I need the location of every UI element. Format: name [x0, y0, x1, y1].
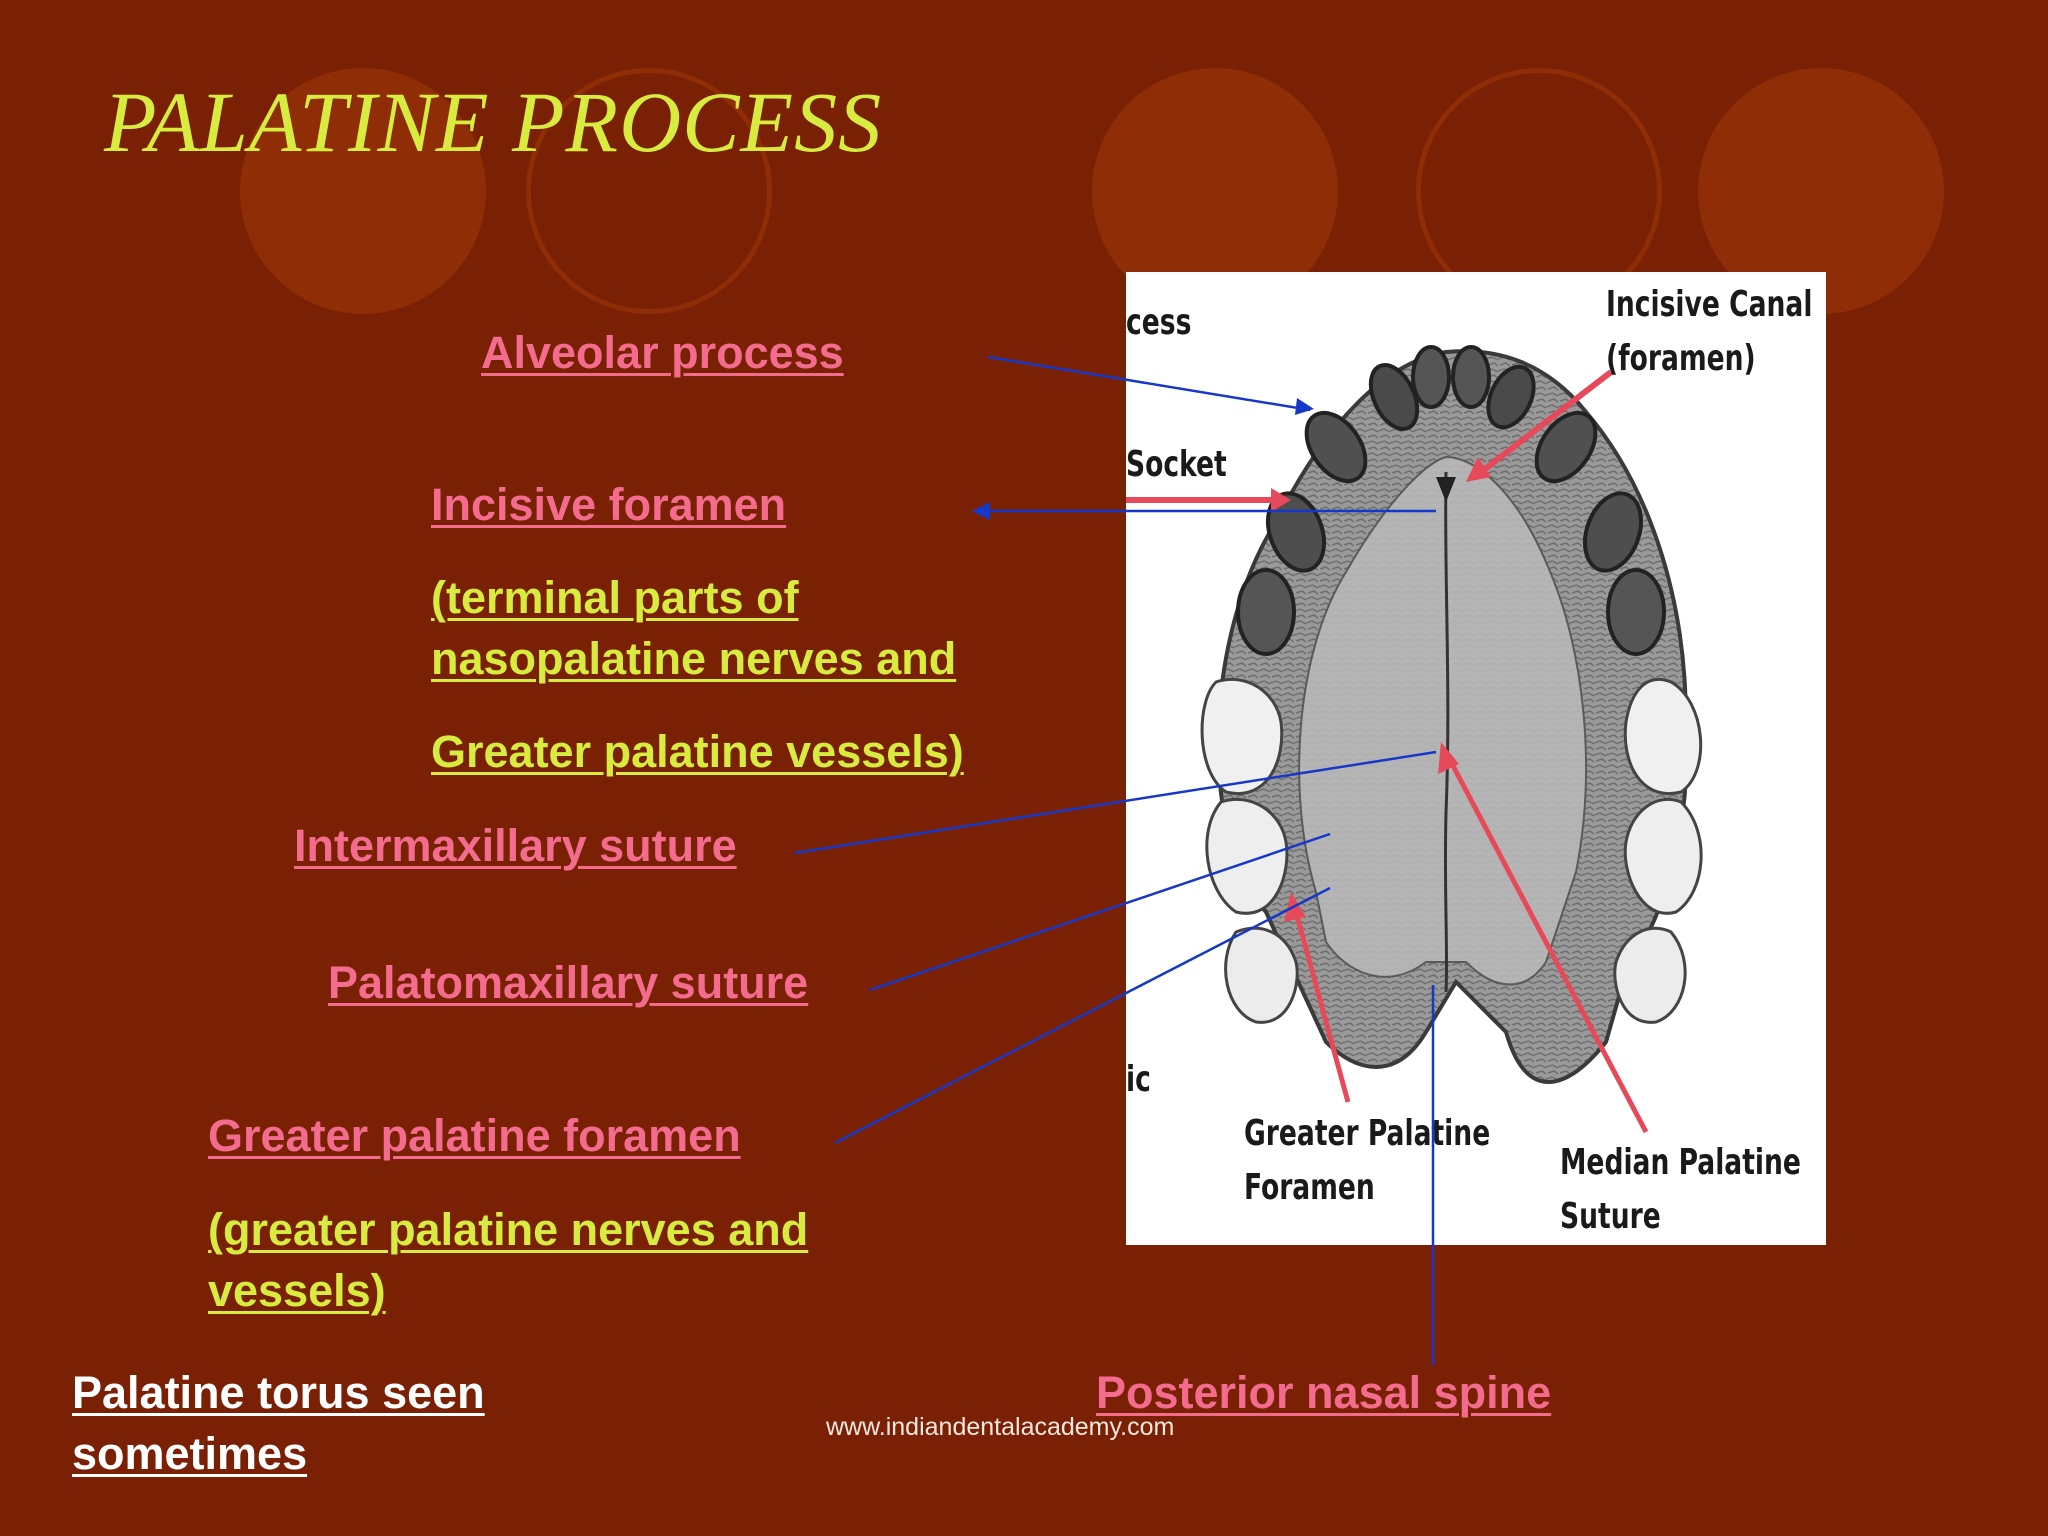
hard-palate: [1298, 455, 1587, 986]
background-circle: [240, 68, 486, 314]
watermark-url: www.indiandentalacademy.com: [826, 1413, 1175, 1441]
leader-greater-palatine-foramen: [834, 886, 1331, 1145]
label-posterior-nasal-spine[interactable]: Posterior nasal spine: [1096, 1367, 1552, 1418]
molar: [1623, 677, 1703, 795]
label-greater-note-2[interactable]: vessels): [208, 1265, 386, 1316]
tooth-socket: [1265, 491, 1327, 573]
label-greater-palatine-foramen[interactable]: Greater palatine foramen: [208, 1110, 741, 1161]
figure-label-process-fragment: cess: [1126, 302, 1192, 343]
figure-label-ic-fragment: ic: [1126, 1059, 1151, 1100]
leader-intermaxillary-suture: [794, 750, 1437, 855]
label-incisive-note-1[interactable]: (terminal parts of: [431, 572, 799, 623]
figure-label-incisive-canal: Incisive Canal: [1606, 284, 1813, 325]
figure-arrow: [1479, 369, 1613, 475]
figure-label-median-palatine: Median Palatine: [1560, 1142, 1801, 1183]
tooth-socket: [1606, 568, 1666, 656]
label-palatine-torus-1[interactable]: Palatine torus seen: [72, 1367, 485, 1418]
label-palatine-torus-2[interactable]: sometimes: [72, 1428, 308, 1479]
tooth-socket: [1582, 491, 1644, 573]
background-ring: [526, 68, 772, 314]
tooth-socket: [1451, 345, 1491, 409]
leader-alveolar-process: [987, 355, 1311, 412]
palate-figure: cess Socket Incisive Canal (foramen) ic …: [1126, 272, 1826, 1245]
tooth-socket: [1304, 410, 1368, 484]
molar: [1623, 797, 1703, 915]
leader-palatomaxillary-suture: [869, 832, 1331, 992]
tooth-socket: [1486, 364, 1536, 430]
figure-label-median-palatine-suture: Suture: [1560, 1196, 1661, 1237]
figure-label-greater-palatine-foramen: Foramen: [1244, 1167, 1375, 1208]
leader-arrowhead: [1295, 398, 1314, 415]
label-incisive-note-2[interactable]: nasopalatine nerves and: [431, 633, 957, 684]
incisive-foramen-shape: [1436, 477, 1456, 502]
figure-label-incisive-canal-foramen: (foramen): [1606, 338, 1756, 379]
figure-label-socket: Socket: [1126, 444, 1227, 485]
median-suture: [1443, 471, 1450, 993]
molar: [1205, 797, 1289, 915]
molar: [1200, 677, 1284, 795]
tooth-socket: [1411, 345, 1451, 409]
label-intermaxillary-suture[interactable]: Intermaxillary suture: [294, 820, 737, 871]
figure-arrowhead: [1271, 488, 1291, 512]
molar: [1613, 926, 1687, 1024]
leader-arrowhead: [972, 502, 990, 520]
figure-label-greater-palatine: Greater Palatine: [1244, 1113, 1491, 1154]
molar: [1224, 926, 1299, 1024]
palate-illustration: [1126, 345, 1703, 1134]
label-incisive-foramen[interactable]: Incisive foramen: [431, 479, 787, 530]
label-palatomaxillary-suture[interactable]: Palatomaxillary suture: [328, 957, 809, 1008]
label-greater-note-1[interactable]: (greater palatine nerves and: [208, 1204, 809, 1255]
figure-arrow: [1293, 911, 1351, 1103]
figure-arrowhead: [1438, 742, 1459, 774]
tooth-socket: [1368, 363, 1420, 431]
slide-title: PALATINE PROCESS: [104, 74, 883, 170]
label-alveolar-process[interactable]: Alveolar process: [481, 327, 844, 378]
tooth-socket: [1236, 568, 1296, 656]
tooth-socket: [1534, 410, 1598, 484]
figure-arrow: [1448, 760, 1649, 1134]
figure-arrowhead: [1466, 457, 1491, 482]
label-incisive-note-3[interactable]: Greater palatine vessels): [431, 726, 964, 777]
